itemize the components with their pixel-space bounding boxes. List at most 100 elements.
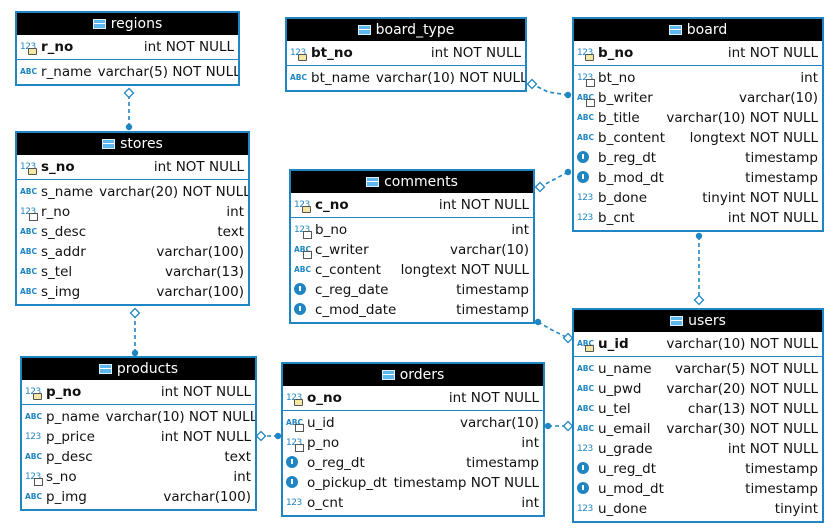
clock-icon xyxy=(577,479,595,499)
clock-icon xyxy=(577,459,595,479)
table-header[interactable]: orders xyxy=(283,364,543,386)
relationship-connector[interactable] xyxy=(255,430,282,442)
column-name: r_no xyxy=(41,39,74,55)
connector-end-diamond xyxy=(693,294,705,306)
table-title: board_type xyxy=(375,22,455,38)
relationship-connector[interactable] xyxy=(526,78,572,99)
relationship-connector[interactable] xyxy=(129,307,141,357)
column-name: o_no xyxy=(307,390,342,406)
table-header[interactable]: regions xyxy=(17,13,238,35)
table-header[interactable]: products xyxy=(22,358,255,380)
column-type: int NOT NULL xyxy=(153,159,244,175)
table-header[interactable]: board_type xyxy=(287,19,525,41)
column-name: s_img xyxy=(41,284,81,300)
table-icon xyxy=(670,316,684,326)
numeric-icon: 123 xyxy=(577,444,593,454)
relationship-connector[interactable] xyxy=(693,232,705,306)
column-name: u_email xyxy=(598,421,651,437)
text-icon: ABC xyxy=(20,187,38,196)
column-name: p_name xyxy=(46,409,100,425)
column-name: p_img xyxy=(46,489,87,505)
relationship-connector[interactable] xyxy=(534,318,574,344)
column-name: b_content xyxy=(598,130,666,146)
table-header[interactable]: board xyxy=(574,19,822,41)
column-type: timestamp xyxy=(745,461,818,477)
column-name: c_reg_date xyxy=(315,282,389,298)
relationship-connector[interactable] xyxy=(544,420,574,432)
table-header[interactable]: users xyxy=(574,310,822,332)
column-type: int NOT NULL xyxy=(727,441,818,457)
table-header[interactable]: stores xyxy=(17,133,248,155)
column-type: int xyxy=(233,469,251,485)
column-name: s_no xyxy=(46,469,77,485)
numeric-icon: 123 xyxy=(577,213,593,223)
column-name: u_mod_dt xyxy=(598,481,664,497)
relationship-connector[interactable] xyxy=(534,168,572,193)
column-name: c_content xyxy=(315,262,381,278)
table-header[interactable]: comments xyxy=(291,171,533,193)
column-name: s_name xyxy=(41,184,94,200)
text-icon: ABC xyxy=(577,133,595,142)
column-type: varchar(10) xyxy=(459,415,539,431)
connector-end-dot xyxy=(534,318,542,326)
relationship-connector[interactable] xyxy=(123,87,135,131)
